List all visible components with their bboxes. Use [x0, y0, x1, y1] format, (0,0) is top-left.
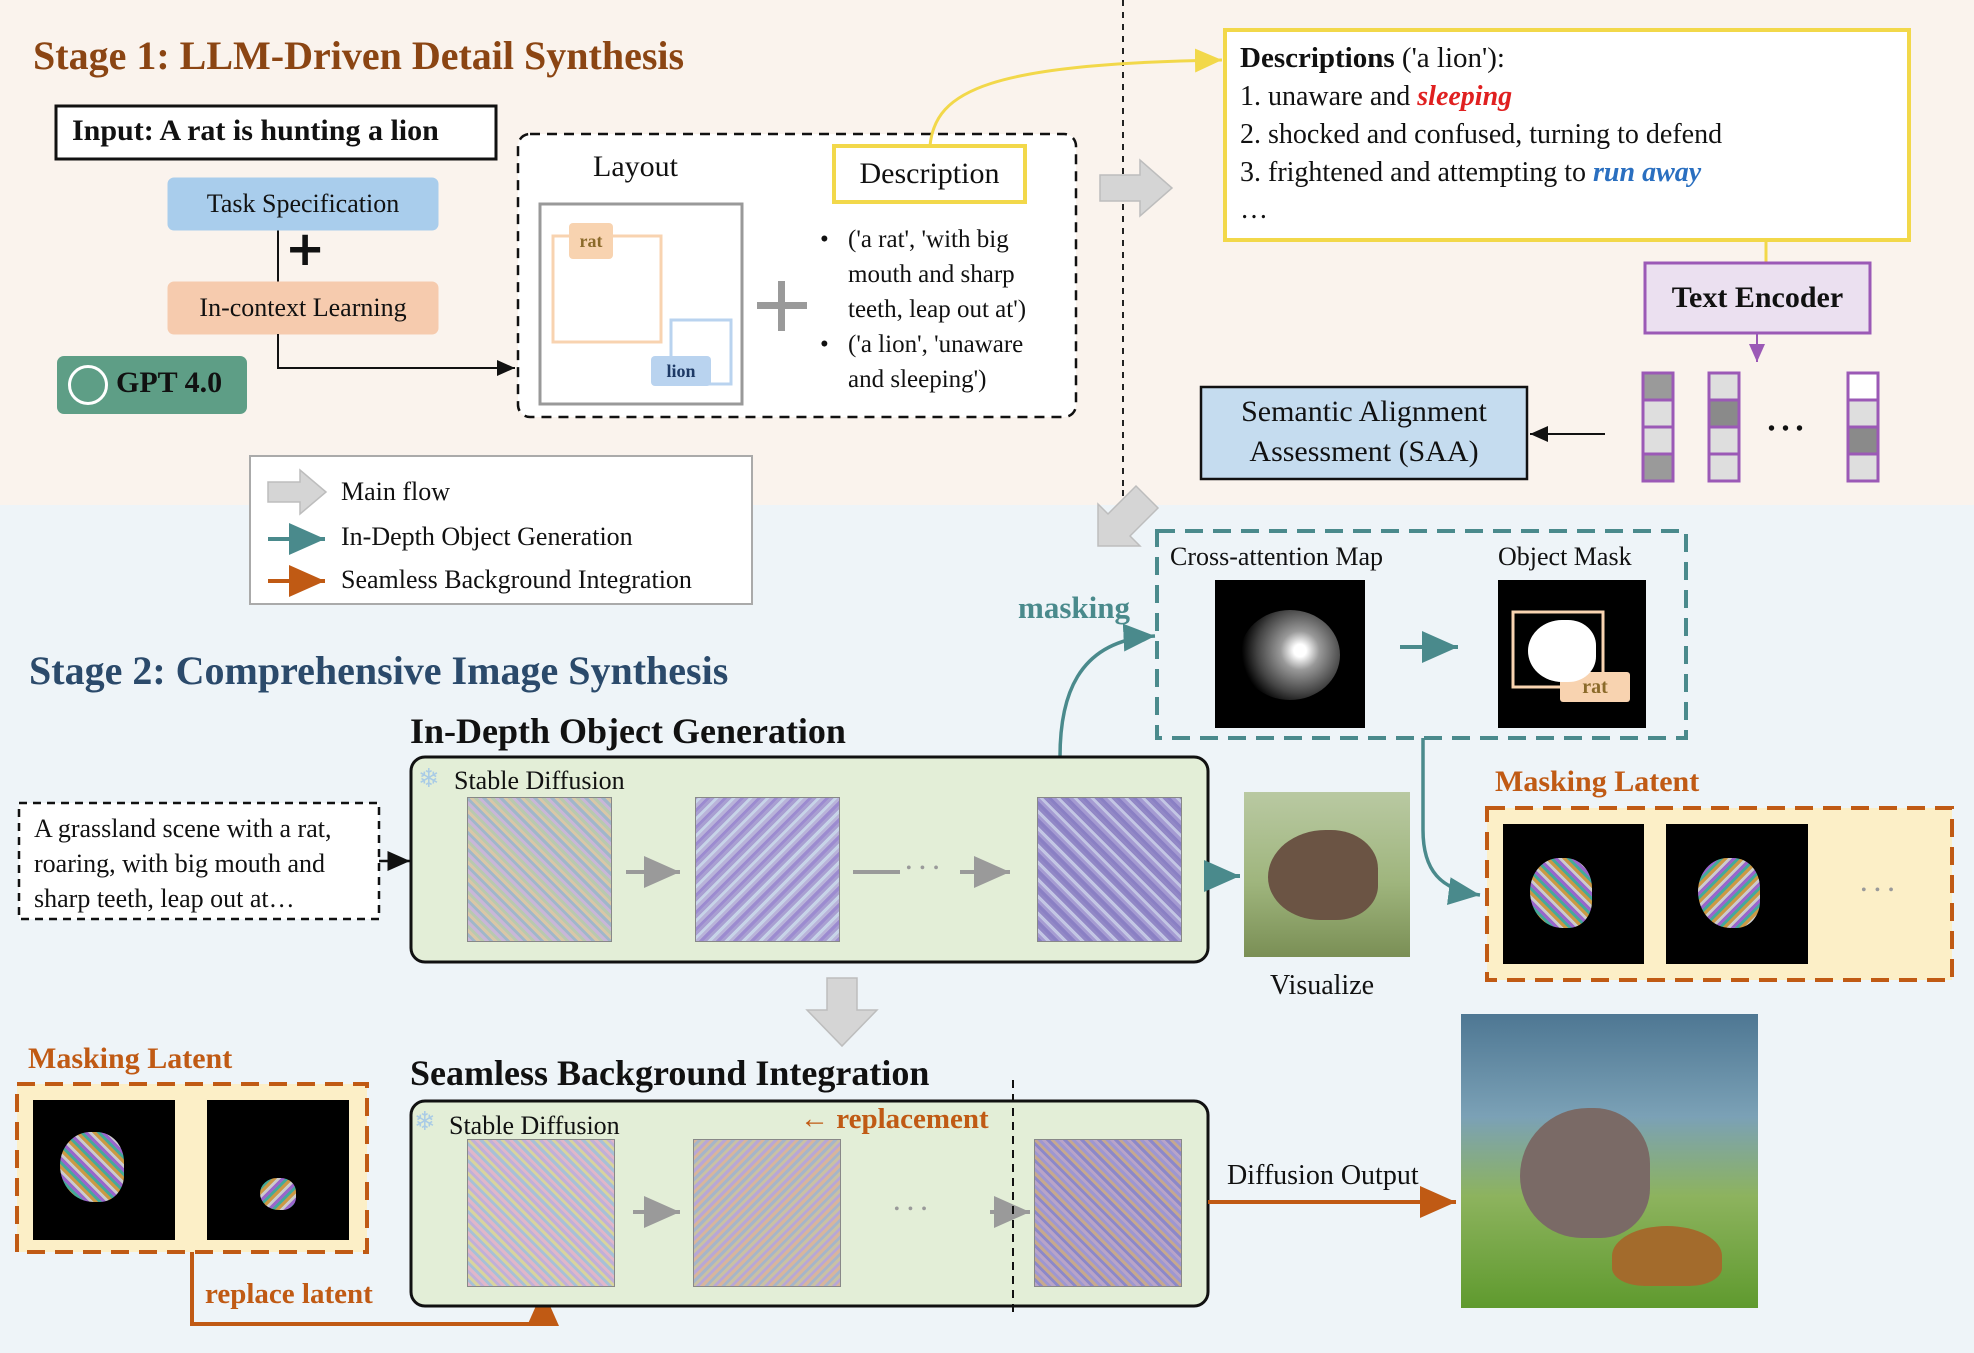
lion-tag: lion: [666, 360, 696, 381]
gpt-box: [57, 356, 247, 414]
gpt-text: GPT 4.0: [116, 366, 223, 399]
stable-diffusion-label: Stable Diffusion: [454, 766, 625, 795]
layout-label: Layout: [593, 150, 678, 183]
main-flow-arrow-down: [1097, 484, 1160, 547]
legend-gray-arrow-icon: [267, 468, 328, 516]
mask-rat-tag-text: rat: [1582, 675, 1608, 698]
masking-label: masking: [1018, 590, 1130, 625]
noisy-latent-image-1: [467, 797, 612, 942]
output-rat-silhouette: [1520, 1108, 1650, 1238]
in-depth-title: In-Depth Object Generation: [410, 711, 846, 751]
text-encoder-box: [1643, 261, 1872, 335]
masked-latent-blob-3: [60, 1132, 124, 1202]
gpt-icon: [68, 365, 108, 405]
stable-diffusion-label-2: Stable Diffusion: [449, 1111, 620, 1140]
description-item-1: 1. unaware and sleeping: [1240, 81, 1513, 112]
object-mask-label: Object Mask: [1498, 542, 1632, 571]
mask-container: [1155, 529, 1688, 740]
legend-box: [249, 455, 753, 605]
masking-latent-dots: • • •: [1861, 882, 1896, 899]
description-label: Description: [859, 157, 1000, 190]
saa-label: Semantic Alignment Assessment (SAA): [1241, 395, 1487, 468]
plus-icon: +: [285, 221, 326, 277]
task-spec-text: Task Specification: [206, 189, 400, 218]
masking-latent-label-left: Masking Latent: [28, 1042, 233, 1075]
legend-in-depth: In-Depth Object Generation: [341, 522, 633, 551]
descriptions-heading: Descriptions ('a lion'):: [1240, 42, 1505, 74]
seamless-latent-image-1: [467, 1139, 615, 1287]
rat-bbox-tag: [569, 223, 613, 259]
masked-latent-blob-1: [1530, 858, 1592, 928]
prompt-box: [17, 801, 381, 921]
task-spec-box: [167, 177, 439, 231]
embedding-vectors: [1641, 371, 1880, 483]
masked-latent-blob-2: [1698, 858, 1760, 928]
masking-curve-arrow: [1058, 623, 1156, 758]
main-flow-arrow-down2: [805, 977, 879, 1048]
seamless-latent-image-3: [1034, 1139, 1182, 1287]
masking-latent-label-right: Masking Latent: [1495, 765, 1700, 798]
output-lion-silhouette: [1612, 1226, 1722, 1286]
rat-tag: rat: [579, 230, 603, 251]
in-depth-dots: • • •: [906, 860, 941, 877]
description-more: …: [1240, 194, 1268, 225]
snowflake-icon-2: ❄: [414, 1107, 436, 1137]
lion-bbox-tag: [651, 356, 711, 386]
cross-attention-label: Cross-attention Map: [1170, 542, 1384, 571]
replace-latent-label: replace latent: [205, 1278, 373, 1310]
noisy-latent-image-3: [1037, 797, 1182, 942]
legend-main-flow: Main flow: [341, 477, 451, 506]
legend-seamless: Seamless Background Integration: [341, 565, 692, 594]
seamless-title: Seamless Background Integration: [410, 1053, 930, 1093]
main-flow-arrow-right: [1099, 158, 1174, 218]
saa-box: [1199, 385, 1529, 481]
replacement-label: ← replacement: [800, 1103, 989, 1135]
visualize-label: Visualize: [1270, 970, 1375, 1001]
input-text: Input: A rat is hunting a lion: [72, 114, 439, 147]
layout-plus-sign: [778, 281, 785, 331]
attention-blob: [1240, 610, 1340, 700]
stage2-title: Stage 2: Comprehensive Image Synthesis: [29, 648, 729, 693]
input-box: [54, 104, 498, 161]
seamless-dots: • • •: [894, 1201, 929, 1218]
snowflake-icon: ❄: [418, 764, 440, 794]
stage1-title: Stage 1: LLM-Driven Detail Synthesis: [33, 33, 685, 78]
rat-silhouette: [1268, 830, 1378, 920]
description-curve-arrow: [928, 48, 1223, 147]
description-item-3: 3. frightened and attempting to run away: [1240, 157, 1702, 188]
prompt-text: A grassland scene with a rat, roaring, w…: [34, 814, 332, 913]
mask-blob: [1528, 620, 1596, 682]
diffusion-output-label: Diffusion Output: [1227, 1160, 1419, 1191]
seamless-latent-image-2: [693, 1139, 841, 1287]
masked-latent-blob-4: [260, 1178, 296, 1210]
descriptions-box: [1223, 28, 1911, 242]
description-item-2: 2. shocked and confused, turning to defe…: [1240, 119, 1723, 150]
text-encoder-label: Text Encoder: [1671, 281, 1844, 314]
in-context-text: In-context Learning: [199, 293, 407, 322]
description-label-box: [832, 144, 1027, 204]
embedding-dots: • • •: [1768, 418, 1805, 440]
mask-to-latent-arrow: [1421, 738, 1481, 905]
in-context-box: [167, 281, 439, 335]
noisy-latent-image-2: [695, 797, 840, 942]
